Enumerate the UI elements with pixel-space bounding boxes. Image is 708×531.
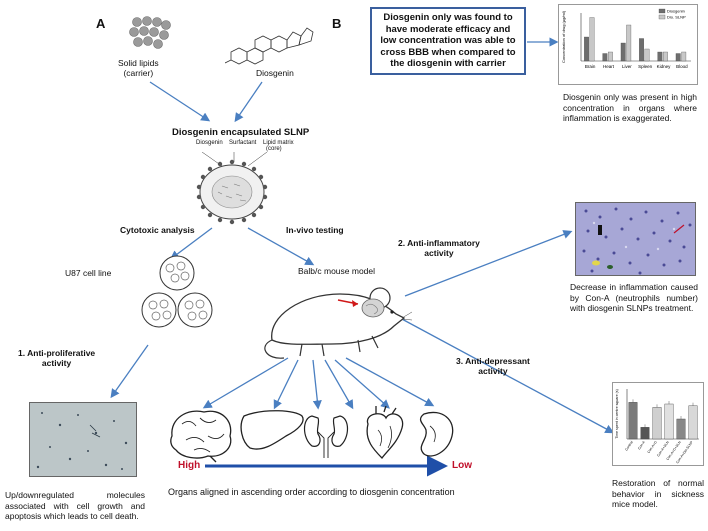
chart1-bar-brain-1 bbox=[589, 17, 595, 62]
low-label: Low bbox=[452, 460, 472, 471]
concentration-chart-frame: Concentration of drug (µg/ml) Brain Heart L… bbox=[558, 4, 698, 85]
chart1-legend-label-0: Diosgenin bbox=[667, 9, 685, 14]
arrow-slnp-to-cells bbox=[169, 227, 213, 260]
anti-proliferative-label: 1. Anti-proliferative activity bbox=[18, 348, 96, 368]
chart2-bar-2 bbox=[652, 407, 662, 440]
chart1-legend-swatch-1 bbox=[658, 14, 666, 20]
chart2-bar-5 bbox=[688, 405, 698, 440]
u87-label: U87 cell line bbox=[65, 268, 112, 278]
chart1-tick-heart: Heart bbox=[603, 64, 615, 69]
arrow-slnp-to-mouse bbox=[247, 227, 315, 266]
solid-lipids-icon bbox=[129, 16, 171, 49]
slnp-title: Diosgenin encapsulated SLNP bbox=[172, 127, 310, 138]
inflammation-description: Decrease in inflammation caused by Con-A… bbox=[570, 282, 698, 313]
arrow-cells-to-micro bbox=[110, 344, 149, 399]
anti-inflammatory-label: 2. Anti-inflammatory activity bbox=[398, 238, 480, 258]
arrow-lipids-to-slnp bbox=[149, 81, 211, 122]
balb-label: Balb/c mouse model bbox=[298, 266, 376, 276]
chart1-bar-kidney-0 bbox=[657, 51, 663, 62]
chart1-bar-heart-0 bbox=[602, 53, 608, 62]
chart1-bar-kidney-1 bbox=[662, 51, 668, 62]
diosgenin-structure-icon bbox=[225, 27, 314, 65]
chart1-tick-brain: Brain bbox=[585, 64, 596, 69]
chart1-bar-heart-1 bbox=[607, 51, 613, 62]
concentration-bar-chart: Concentration of drug (µg/ml) Brain Heart L… bbox=[561, 8, 691, 69]
spleen-icon bbox=[419, 411, 454, 457]
kidneys-icon bbox=[303, 415, 349, 458]
diosgenin-label: Diosgenin bbox=[256, 68, 294, 78]
chart2-tick-1: Con-A bbox=[637, 440, 646, 451]
liver-icon bbox=[240, 410, 304, 450]
chart1-bar-liver-1 bbox=[626, 24, 632, 62]
histology-image bbox=[575, 202, 696, 276]
chart1-bar-liver-0 bbox=[620, 42, 626, 62]
arrow-mouse-to-behav bbox=[399, 317, 615, 434]
chart2-bar-1 bbox=[640, 427, 650, 440]
chart2-bar-3 bbox=[664, 403, 674, 440]
chart1-legend-label-1: Dio. SLNP bbox=[667, 15, 686, 20]
concentration-description: Diosgenin only was present in high conce… bbox=[563, 92, 697, 123]
arrow-dios-to-slnp bbox=[234, 81, 263, 123]
panel-label-a: A bbox=[96, 16, 106, 31]
microscopy-image bbox=[29, 402, 137, 477]
mouse-icon bbox=[264, 287, 412, 359]
chart2-tick-2: Con-A+D bbox=[646, 440, 658, 454]
slnp-label-surfactant: Surfactant bbox=[229, 140, 257, 146]
chart1-bar-blood-1 bbox=[681, 51, 687, 62]
organs-caption: Organs aligned in ascending order accord… bbox=[168, 487, 455, 497]
behavior-description: Restoration of normal behavior in sickne… bbox=[612, 478, 704, 509]
slnp-label-core: (core) bbox=[266, 146, 282, 152]
cytotoxic-label: Cytotoxic analysis bbox=[120, 225, 195, 235]
chart1-y-label: Concentration of drug (µg/ml) bbox=[561, 10, 566, 63]
anti-depressant-label: 3. Anti-depressant activity bbox=[456, 356, 530, 376]
chart1-bar-spleen-0 bbox=[639, 38, 644, 62]
high-label: High bbox=[178, 460, 201, 471]
invivo-label: In-vivo testing bbox=[286, 225, 344, 235]
chart1-tick-kidney: Kidney bbox=[657, 64, 672, 69]
panel-label-b: B bbox=[332, 16, 342, 31]
solid-lipids-label: Solid lipids (carrier) bbox=[118, 58, 159, 78]
heart-icon bbox=[366, 406, 404, 459]
organs-row bbox=[170, 406, 454, 463]
slnp-label-lipid: Lipid matrix bbox=[263, 140, 294, 146]
chart1-bar-spleen-1 bbox=[644, 48, 650, 62]
cell-culture-icon bbox=[141, 255, 213, 328]
chart2-bar-4 bbox=[676, 418, 686, 440]
chart2-bar-0 bbox=[628, 402, 638, 440]
chart1-tick-liver: Liver bbox=[622, 64, 632, 69]
brain-icon bbox=[170, 410, 232, 463]
chart1-legend-swatch-0 bbox=[658, 8, 666, 14]
bbb-finding-box: Diosgenin only was found to have moderat… bbox=[370, 7, 526, 75]
chart1-tick-blood: Blood bbox=[676, 64, 688, 69]
chart1-bar-blood-0 bbox=[675, 53, 681, 62]
microscopy-pattern bbox=[36, 412, 128, 470]
chart1-bar-brain-0 bbox=[584, 36, 589, 62]
cell-death-description: Up/downregulated molecules associated wi… bbox=[5, 490, 145, 521]
arrow-mouse-to-histo bbox=[404, 230, 573, 297]
chart2-y-label: Time spent in centre square (s) bbox=[615, 389, 619, 439]
slnp-label-diosgenin: Diosgenin bbox=[196, 140, 223, 146]
chart1-tick-spleen: Spleen bbox=[638, 64, 653, 69]
histology-pattern bbox=[582, 207, 692, 275]
chart2-tick-0: Control bbox=[624, 440, 634, 451]
slnp-particle-icon bbox=[196, 152, 268, 225]
